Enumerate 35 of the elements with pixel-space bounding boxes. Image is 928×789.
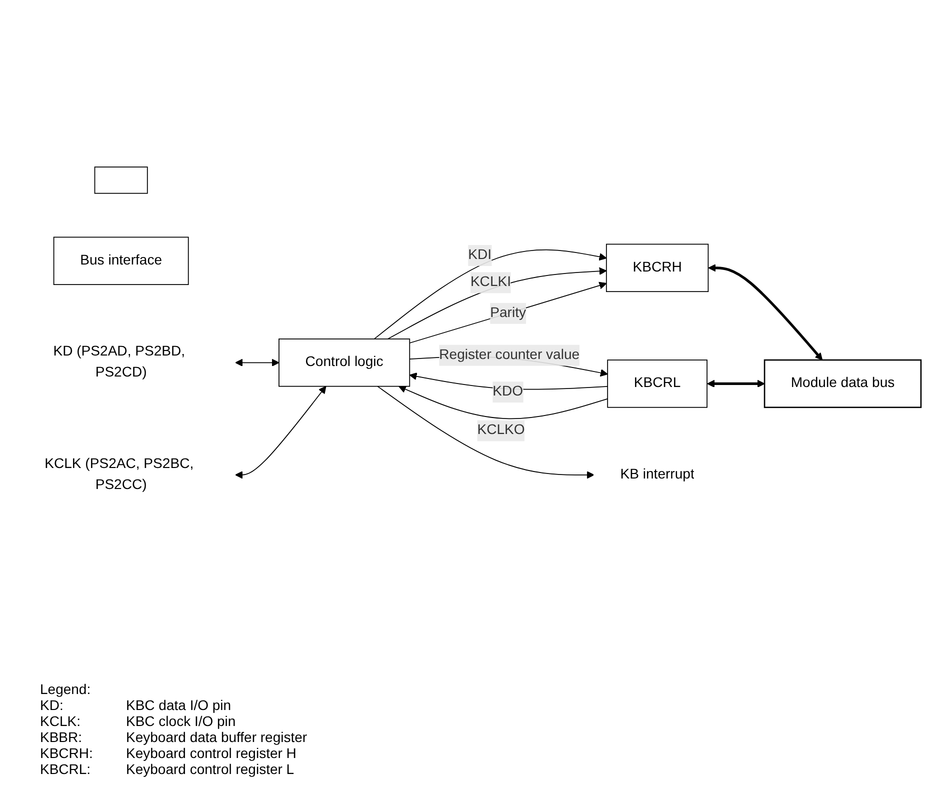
node-box: Module data bus [764, 360, 922, 408]
node-text: KB interrupt [620, 467, 694, 482]
arrow [387, 268, 607, 340]
legend-description: KBC data I/O pin [126, 697, 232, 713]
arrow [374, 250, 607, 340]
arrow [707, 380, 765, 388]
arrow [377, 386, 594, 480]
legend-heading: Legend: [40, 681, 92, 697]
node-box: Control logic [278, 338, 410, 388]
edge-label: Parity [490, 306, 526, 321]
edge-label: KCLKI [470, 275, 512, 290]
arrow [409, 282, 607, 344]
node-box: KBCRH [606, 244, 709, 292]
edge-label: KDO [492, 384, 524, 400]
legend-abbreviation: KBCRL: [40, 761, 92, 777]
edge-label: KCLKO [477, 423, 525, 438]
legend-abbreviation: KD: [40, 697, 64, 713]
legend-description: Keyboard control register H [126, 745, 298, 761]
legend-abbreviation: KBBR: [40, 729, 84, 745]
arrow [235, 386, 326, 480]
arrow [398, 386, 608, 420]
legend-description: KBC clock I/O pin [126, 713, 237, 729]
edge-label: Register counter value [439, 348, 580, 363]
edge-label: KDI [468, 248, 492, 263]
node-box: Bus interface [53, 237, 189, 286]
node-box [94, 167, 148, 194]
legend-abbreviation: KCLK: [40, 713, 82, 729]
node-text: KD (PS2AD, PS2BD, PS2CD) [53, 344, 186, 381]
legend-abbreviation: KBCRH: [40, 745, 94, 761]
node-box: KBCRL [607, 360, 708, 408]
arrow [708, 264, 823, 361]
legend-description: Keyboard control register L [126, 761, 296, 777]
legend-description: Keyboard data buffer register [126, 729, 308, 745]
node-text: KCLK (PS2AC, PS2BC, PS2CC) [44, 456, 194, 493]
arrow [235, 359, 280, 367]
